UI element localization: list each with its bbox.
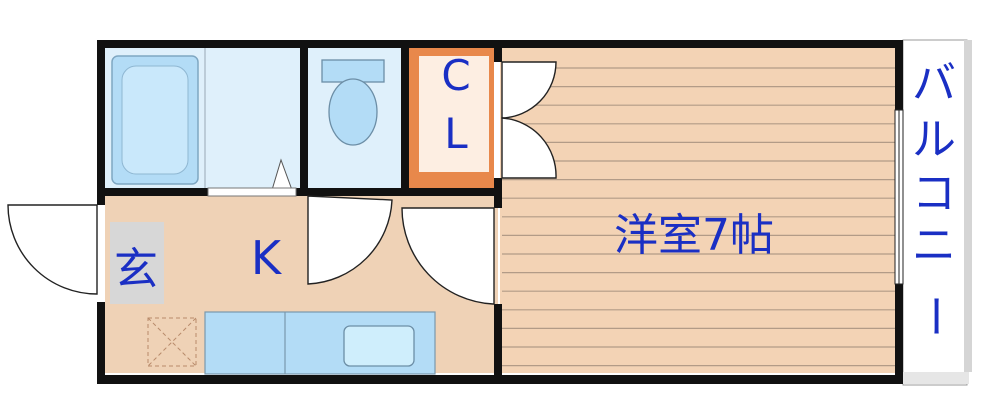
balcony-char-5: ー — [909, 294, 960, 338]
bath-door-gap — [207, 187, 297, 197]
balcony-window — [894, 109, 904, 285]
bathroom — [105, 48, 300, 191]
closet — [409, 48, 494, 190]
entrance-label: 玄 — [114, 244, 158, 295]
western-room-floor — [500, 48, 896, 373]
balcony-label: バ ル コ ニ ー — [909, 58, 960, 338]
toilet — [328, 78, 378, 146]
kitchen-counter — [204, 311, 436, 375]
kitchen-door-right — [401, 207, 495, 305]
walls — [97, 40, 903, 384]
closet-label-l: L — [444, 109, 468, 158]
kitchen-label: K — [251, 231, 283, 285]
balcony-char-3: コ — [912, 168, 956, 219]
balcony-char-4: ニ — [912, 220, 956, 271]
closet-doors — [501, 61, 557, 179]
sink — [343, 325, 415, 367]
western-room-label: 洋室7帖 — [614, 210, 774, 261]
balcony-char-1: バ — [912, 58, 956, 109]
closet-label-c: C — [441, 51, 470, 100]
balcony-char-2: ル — [912, 114, 956, 165]
entrance-door — [7, 204, 98, 295]
entrance-floor — [110, 222, 164, 304]
storage-box — [147, 317, 197, 367]
kitchen-door-left — [307, 195, 393, 285]
toilet-room — [308, 48, 401, 190]
balcony — [902, 39, 972, 386]
